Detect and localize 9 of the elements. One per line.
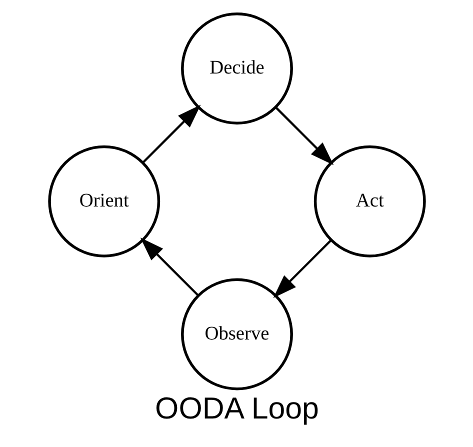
- arrow: [142, 104, 200, 164]
- arrow: [140, 238, 198, 296]
- node-circle: Decide: [180, 12, 292, 124]
- diagram-title: OODA Loop: [154, 392, 318, 426]
- node-circle: Orient: [48, 145, 160, 258]
- arrow: [274, 106, 334, 166]
- node-circle: Act: [313, 145, 426, 258]
- node-circle: Observe: [180, 278, 292, 390]
- arrow: [272, 239, 332, 298]
